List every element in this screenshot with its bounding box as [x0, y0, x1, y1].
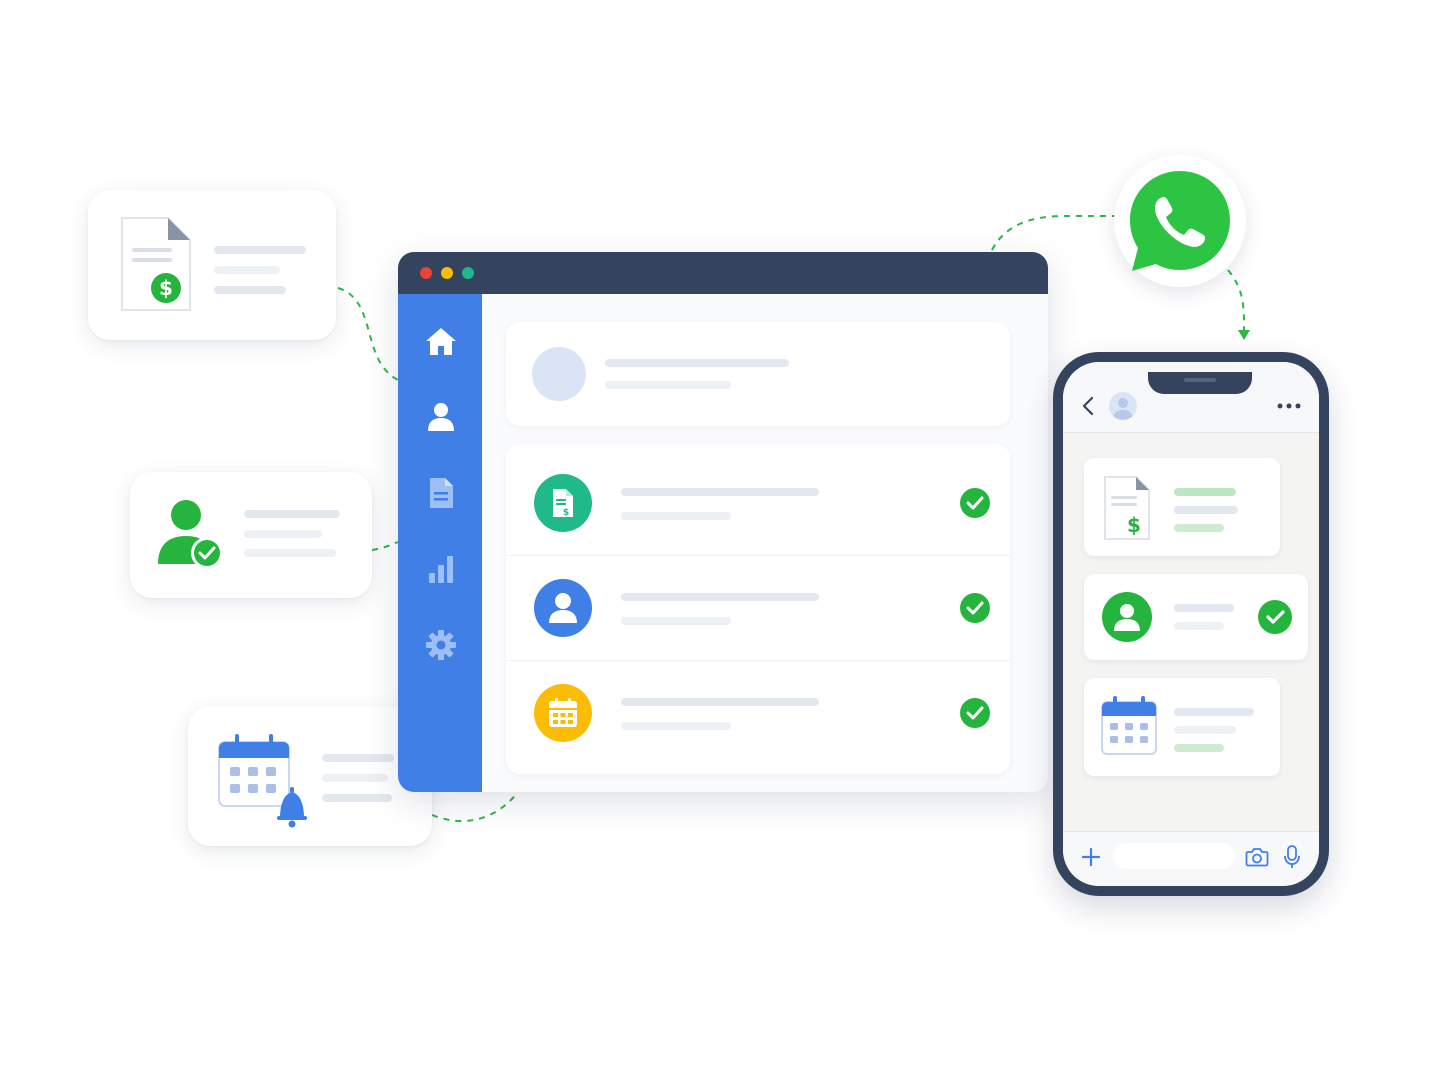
list-item-line — [621, 512, 731, 520]
list-item-line — [621, 617, 731, 625]
svg-text:$: $ — [563, 508, 569, 518]
activity-list: $ — [506, 444, 1010, 774]
invoice-message[interactable]: $ — [1084, 458, 1280, 556]
profile-panel — [506, 322, 1010, 426]
list-item-line — [621, 593, 819, 601]
check-icon — [1258, 600, 1292, 634]
svg-text:$: $ — [159, 276, 173, 300]
calendar-icon — [1101, 696, 1157, 755]
message-line — [1174, 744, 1224, 752]
back-arrow-icon[interactable] — [1081, 396, 1095, 416]
reminder-card-line — [322, 794, 392, 802]
plus-icon[interactable] — [1081, 847, 1101, 867]
phone: $ — [1053, 352, 1329, 896]
invoice-icon: $ — [534, 474, 592, 532]
list-item[interactable] — [506, 660, 1010, 764]
contact-card — [130, 472, 372, 598]
avatar — [532, 347, 586, 401]
message-line — [1174, 726, 1236, 734]
invoice-card: $ — [88, 190, 336, 340]
whatsapp-logo — [1114, 155, 1246, 287]
sidebar — [398, 294, 482, 792]
microphone-icon[interactable] — [1283, 844, 1301, 870]
calendar-message[interactable] — [1084, 678, 1280, 776]
contact-card-line — [244, 549, 336, 557]
browser-window: $ — [398, 252, 1048, 792]
gear-icon[interactable] — [424, 628, 458, 662]
invoice-card-line — [214, 286, 286, 294]
invoice-card-line — [214, 266, 280, 274]
invoice-document-icon: $ — [1104, 476, 1150, 540]
divider — [506, 555, 1010, 556]
phone-notch — [1148, 372, 1252, 394]
whatsapp-icon — [1130, 171, 1230, 271]
calendar-reminder-icon — [218, 734, 307, 828]
list-item-line — [621, 488, 819, 496]
user-verified-icon — [158, 500, 223, 569]
phone-screen: $ — [1063, 362, 1319, 886]
list-item-line — [621, 698, 819, 706]
contact-message[interactable] — [1084, 574, 1308, 660]
message-line — [1174, 604, 1234, 612]
check-icon — [960, 593, 990, 623]
message-input[interactable] — [1113, 843, 1235, 869]
reminder-card-line — [322, 774, 388, 782]
message-line — [1174, 622, 1224, 630]
minimize-button[interactable] — [441, 267, 453, 279]
list-item[interactable]: $ — [506, 450, 1010, 554]
message-line — [1174, 506, 1238, 514]
avatar-icon[interactable] — [1109, 392, 1137, 420]
list-item[interactable] — [506, 555, 1010, 659]
maximize-button[interactable] — [462, 267, 474, 279]
reminder-card-line — [322, 754, 394, 762]
calendar-icon — [534, 684, 592, 742]
check-icon — [960, 488, 990, 518]
check-icon — [960, 698, 990, 728]
user-icon — [534, 579, 592, 637]
message-line — [1174, 708, 1254, 716]
profile-line — [605, 381, 731, 389]
close-button[interactable] — [420, 267, 432, 279]
home-icon[interactable] — [424, 324, 458, 358]
reminder-card — [188, 706, 432, 846]
list-item-line — [621, 722, 731, 730]
invoice-card-line — [214, 246, 306, 254]
user-icon — [1102, 592, 1152, 642]
browser-titlebar — [398, 252, 1048, 294]
document-icon[interactable] — [424, 476, 458, 510]
chat-header — [1063, 362, 1319, 433]
message-line — [1174, 488, 1236, 496]
chat-input-bar — [1063, 831, 1319, 886]
chart-icon[interactable] — [424, 552, 458, 586]
message-line — [1174, 524, 1224, 532]
main-content: $ — [482, 294, 1048, 792]
contact-card-line — [244, 530, 322, 538]
camera-icon[interactable] — [1245, 846, 1269, 868]
profile-line — [605, 359, 789, 367]
user-icon[interactable] — [424, 400, 458, 434]
invoice-document-icon: $ — [121, 217, 191, 311]
contact-card-line — [244, 510, 340, 518]
svg-text:$: $ — [1127, 513, 1141, 537]
more-icon[interactable] — [1277, 402, 1301, 410]
divider — [506, 660, 1010, 661]
